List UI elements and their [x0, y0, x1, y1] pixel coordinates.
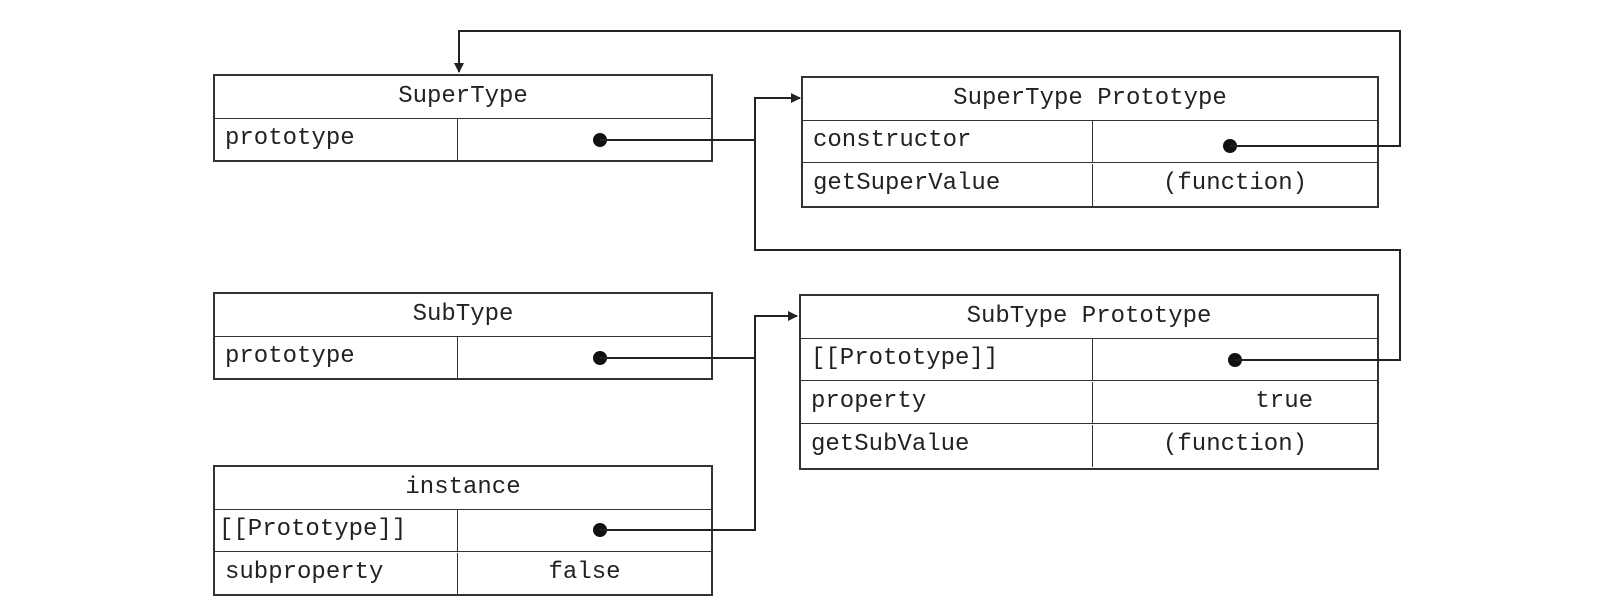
- subtype-title: SubType: [215, 294, 711, 337]
- subtype-prototype-row-getsubvalue: getSubValue (function): [801, 425, 1377, 467]
- instance-row-subproperty: subproperty false: [215, 553, 711, 595]
- subtype-prototype-prototype-value: [1093, 339, 1377, 380]
- supertype-prototype-getsupervalue-value: (function): [1162, 170, 1308, 197]
- supertype-prototype-title: SuperType Prototype: [803, 78, 1377, 121]
- subtype-prototype-table: SubType Prototype [[Prototype]] property…: [799, 294, 1379, 470]
- subtype-prototype-value: [458, 337, 711, 379]
- instance-table: instance [[Prototype]] subproperty false: [213, 465, 713, 596]
- supertype-prototype-constructor-value: [1093, 121, 1377, 162]
- supertype-prototype-row-getsupervalue: getSuperValue (function): [803, 164, 1377, 206]
- subtype-prototype-getsubvalue-value: (function): [1162, 431, 1308, 458]
- subtype-row-prototype: prototype: [215, 337, 711, 379]
- subtype-prototype-getsubvalue-key: getSubValue: [801, 425, 1093, 467]
- supertype-prototype-getsupervalue-key: getSuperValue: [803, 164, 1093, 206]
- supertype-title: SuperType: [215, 76, 711, 119]
- subtype-prototype-property-key: property: [801, 382, 1093, 423]
- supertype-prototype-row-constructor: constructor: [803, 121, 1377, 163]
- supertype-row-prototype: prototype: [215, 119, 711, 161]
- instance-title: instance: [215, 467, 711, 510]
- supertype-prototype-key: prototype: [215, 119, 458, 161]
- subtype-table: SubType prototype: [213, 292, 713, 380]
- supertype-prototype-table: SuperType Prototype constructor getSuper…: [801, 76, 1379, 208]
- subtype-prototype-row-prototype: [[Prototype]]: [801, 339, 1377, 381]
- subtype-prototype-row-property: property true: [801, 382, 1377, 424]
- instance-subproperty-value: false: [548, 559, 621, 586]
- supertype-table: SuperType prototype: [213, 74, 713, 162]
- subtype-prototype-key: prototype: [215, 337, 458, 379]
- subtype-prototype-property-value: true: [1255, 388, 1313, 415]
- instance-prototype-key: [[Prototype]]: [215, 510, 458, 551]
- subtype-prototype-title: SubType Prototype: [801, 296, 1377, 339]
- instance-subproperty-key: subproperty: [215, 553, 458, 595]
- supertype-prototype-constructor-key: constructor: [803, 121, 1093, 162]
- instance-row-prototype: [[Prototype]]: [215, 510, 711, 552]
- supertype-prototype-value: [458, 119, 711, 161]
- instance-prototype-value: [458, 510, 711, 551]
- subtype-prototype-prototype-key: [[Prototype]]: [801, 339, 1093, 380]
